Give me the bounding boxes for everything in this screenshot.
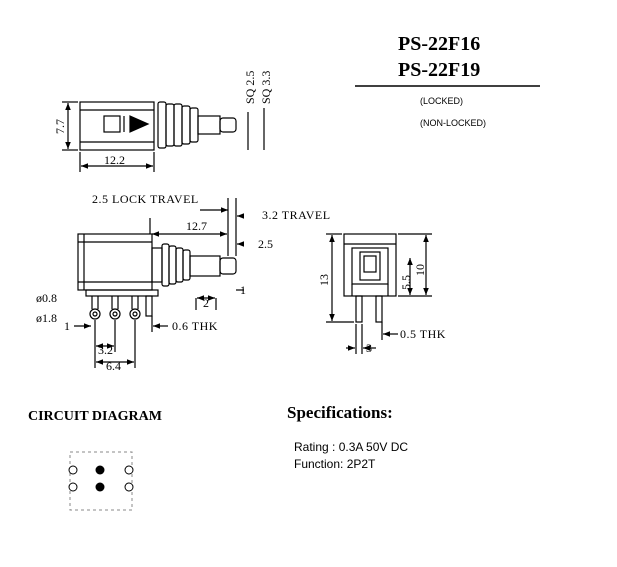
sq-small-label: SQ 2.5 — [243, 71, 257, 104]
dim-1-left: 1 — [64, 319, 70, 333]
model-1: PS-22F16 — [398, 33, 480, 55]
dim-2-label: 2 — [203, 296, 209, 310]
end-thk-label: 0.5 THK — [400, 327, 446, 341]
top-view — [62, 101, 265, 172]
end-inner-label: 5.5 — [399, 275, 413, 290]
end-width-label: 10 — [413, 264, 427, 276]
hole-large-label: ø1.8 — [36, 311, 57, 325]
span-label: 6.4 — [106, 359, 121, 373]
state-locked: (LOCKED) — [420, 96, 463, 106]
hole-small-label: ø0.8 — [36, 291, 57, 305]
circuit-diagram — [68, 451, 134, 511]
spec-function: Function: 2P2T — [294, 457, 376, 471]
dim-1-right: 1 — [240, 283, 246, 297]
top-height-label: 7.7 — [53, 119, 67, 134]
plunger-label: 2.5 — [258, 237, 273, 251]
end-pin-label: 3 — [366, 341, 372, 355]
model-2: PS-22F19 — [398, 59, 480, 81]
state-non-locked: (NON-LOCKED) — [420, 118, 486, 128]
end-height-label: 13 — [317, 274, 331, 286]
pitch-label: 3.2 — [98, 343, 113, 357]
spec-rating: Rating : 0.3A 50V DC — [294, 440, 408, 454]
circuit-title: CIRCUIT DIAGRAM — [28, 409, 162, 424]
side-view — [74, 198, 245, 368]
sq-large-label: SQ 3.3 — [259, 71, 273, 104]
lock-travel-label: 2.5 LOCK TRAVEL — [92, 192, 199, 206]
side-thk-label: 0.6 THK — [172, 319, 218, 333]
travel-label: 3.2 TRAVEL — [262, 208, 331, 222]
body-length-label: 12.7 — [186, 219, 207, 233]
specs-title: Specifications: — [287, 403, 393, 422]
top-width-label: 12.2 — [104, 153, 125, 167]
end-view — [326, 233, 432, 354]
